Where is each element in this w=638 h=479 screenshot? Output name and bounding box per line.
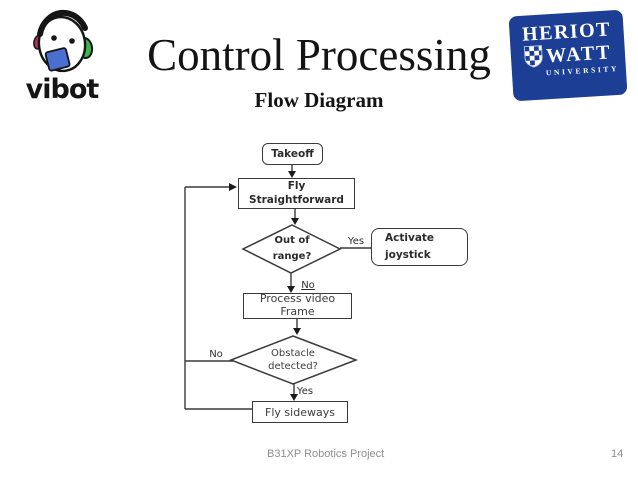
flowchart-node-out-of-range-shape: [241, 224, 342, 274]
flowchart-node-obstacle-detected-label: Obstacle detected?: [268, 348, 318, 372]
flowchart-node-activate-joystick: Activate joystick: [371, 228, 468, 266]
edge-label-obstacle-detected-yes: Yes: [296, 386, 314, 397]
flowchart-node-fly-straightforward: Fly Straightforward: [238, 178, 355, 209]
flowchart-node-out-of-range-label: Out of range?: [272, 235, 312, 262]
flowchart-node-fly-sideways: Fly sideways: [252, 401, 348, 423]
vibot-robot-icon: [33, 9, 94, 73]
page-subtitle: Flow Diagram: [254, 88, 384, 112]
heriot-watt-logo: HERIOT WATT UNIVERSITY: [508, 9, 628, 102]
vibot-logo: vibot: [14, 8, 110, 103]
flowchart-node-process-video-frame: Process video Frame: [243, 293, 352, 319]
footer-page-number: 14: [611, 448, 624, 460]
edge-label-obstacle-detected-no: No: [209, 349, 223, 360]
edge-label-out-of-range-yes: Yes: [347, 236, 365, 247]
heriot-watt-line2: WATT: [545, 40, 613, 67]
flowchart-node-obstacle-detected-shape: [228, 335, 359, 385]
page-title: Control Processing: [147, 30, 491, 80]
footer-project-title: B31XP Robotics Project: [267, 448, 385, 460]
edge-label-out-of-range-no: No: [301, 280, 315, 291]
heriot-watt-crest-icon: [524, 45, 543, 68]
flowchart-node-takeoff: Takeoff: [262, 143, 323, 165]
vibot-wordmark: vibot: [25, 74, 100, 105]
